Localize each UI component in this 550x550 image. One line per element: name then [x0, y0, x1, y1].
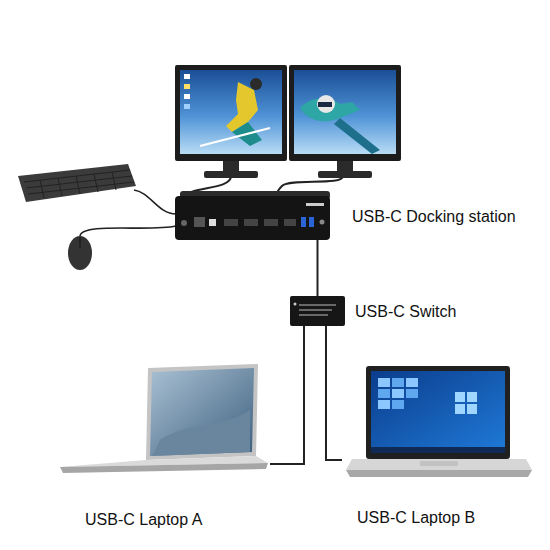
monitor-stand	[318, 171, 372, 178]
switch-led	[294, 303, 297, 306]
device-label: USB-C Switch	[355, 302, 456, 321]
monitor-stand	[223, 161, 239, 172]
windows-logo	[455, 392, 465, 402]
skier-goggles	[318, 102, 332, 107]
monitor-stand	[337, 161, 353, 172]
skier-figure	[250, 78, 262, 90]
connector-group	[270, 240, 342, 464]
start-tile	[392, 400, 404, 409]
ski	[200, 128, 270, 146]
laptop-base	[346, 459, 532, 470]
start-tile	[406, 389, 418, 398]
laptop-base-edge	[60, 463, 268, 473]
start-tile	[406, 378, 418, 387]
dock-port	[320, 220, 325, 225]
desktop-icon	[184, 104, 190, 109]
wallpaper-shape	[152, 410, 250, 456]
mouse	[68, 236, 92, 270]
monitor-screen	[294, 70, 396, 154]
usb-port	[301, 217, 306, 227]
start-tile	[392, 389, 404, 398]
skier-figure	[334, 118, 380, 154]
dock-body	[175, 196, 330, 240]
keyboard-cable	[134, 190, 176, 214]
desktop-icon	[184, 74, 190, 79]
mouse-button-line	[80, 237, 81, 248]
usb-c-cable	[317, 240, 319, 296]
keyboard	[18, 164, 136, 202]
start-tile	[378, 400, 390, 409]
docking-station: USB-C Docking station	[175, 191, 330, 240]
laptop-screen	[371, 371, 505, 453]
skier-figure	[226, 82, 258, 132]
laptop-lid	[146, 364, 258, 460]
desktop-icon	[184, 84, 190, 89]
device-label: USB-C Laptop A	[85, 510, 202, 529]
mouse-cable	[80, 226, 176, 236]
windows-logo	[455, 404, 465, 414]
laptop: USB-C Laptop B	[342, 362, 532, 478]
keyboard-keys	[40, 172, 116, 198]
start-tile	[378, 389, 390, 398]
dock-port	[209, 219, 216, 226]
desktop-icon	[184, 94, 190, 99]
device-label: USB-C Docking station	[352, 206, 516, 225]
dock-port	[284, 219, 296, 226]
laptop-base-edge	[346, 470, 532, 477]
switch-print-mark	[299, 305, 336, 315]
monitor-stand	[204, 171, 258, 178]
usb-c-cable	[326, 326, 342, 460]
touchpad	[420, 461, 458, 466]
dock-port	[181, 220, 187, 226]
usb-c-cable	[270, 326, 304, 464]
laptop: USB-C Laptop A	[60, 362, 270, 474]
dock-logo-mark	[306, 203, 324, 206]
windows-logo	[467, 404, 477, 414]
monitor-bezel	[175, 65, 287, 161]
skier-helmet	[317, 95, 335, 113]
monitor-screen	[180, 70, 282, 154]
taskbar	[371, 447, 505, 453]
switch-body	[290, 296, 345, 326]
usb-switch: USB-C Switch	[290, 296, 345, 326]
dock-port	[264, 219, 278, 226]
usb-port	[309, 217, 314, 227]
dock-port	[224, 219, 238, 226]
windows-logo	[467, 392, 477, 402]
dock-port	[244, 219, 258, 226]
start-tile	[378, 378, 390, 387]
start-tile	[392, 378, 404, 387]
laptop-lid	[366, 366, 510, 459]
device-label: USB-C Laptop B	[357, 508, 475, 527]
dock-port	[194, 217, 205, 227]
laptop-screen	[150, 368, 254, 456]
monitor-bezel	[289, 65, 401, 161]
